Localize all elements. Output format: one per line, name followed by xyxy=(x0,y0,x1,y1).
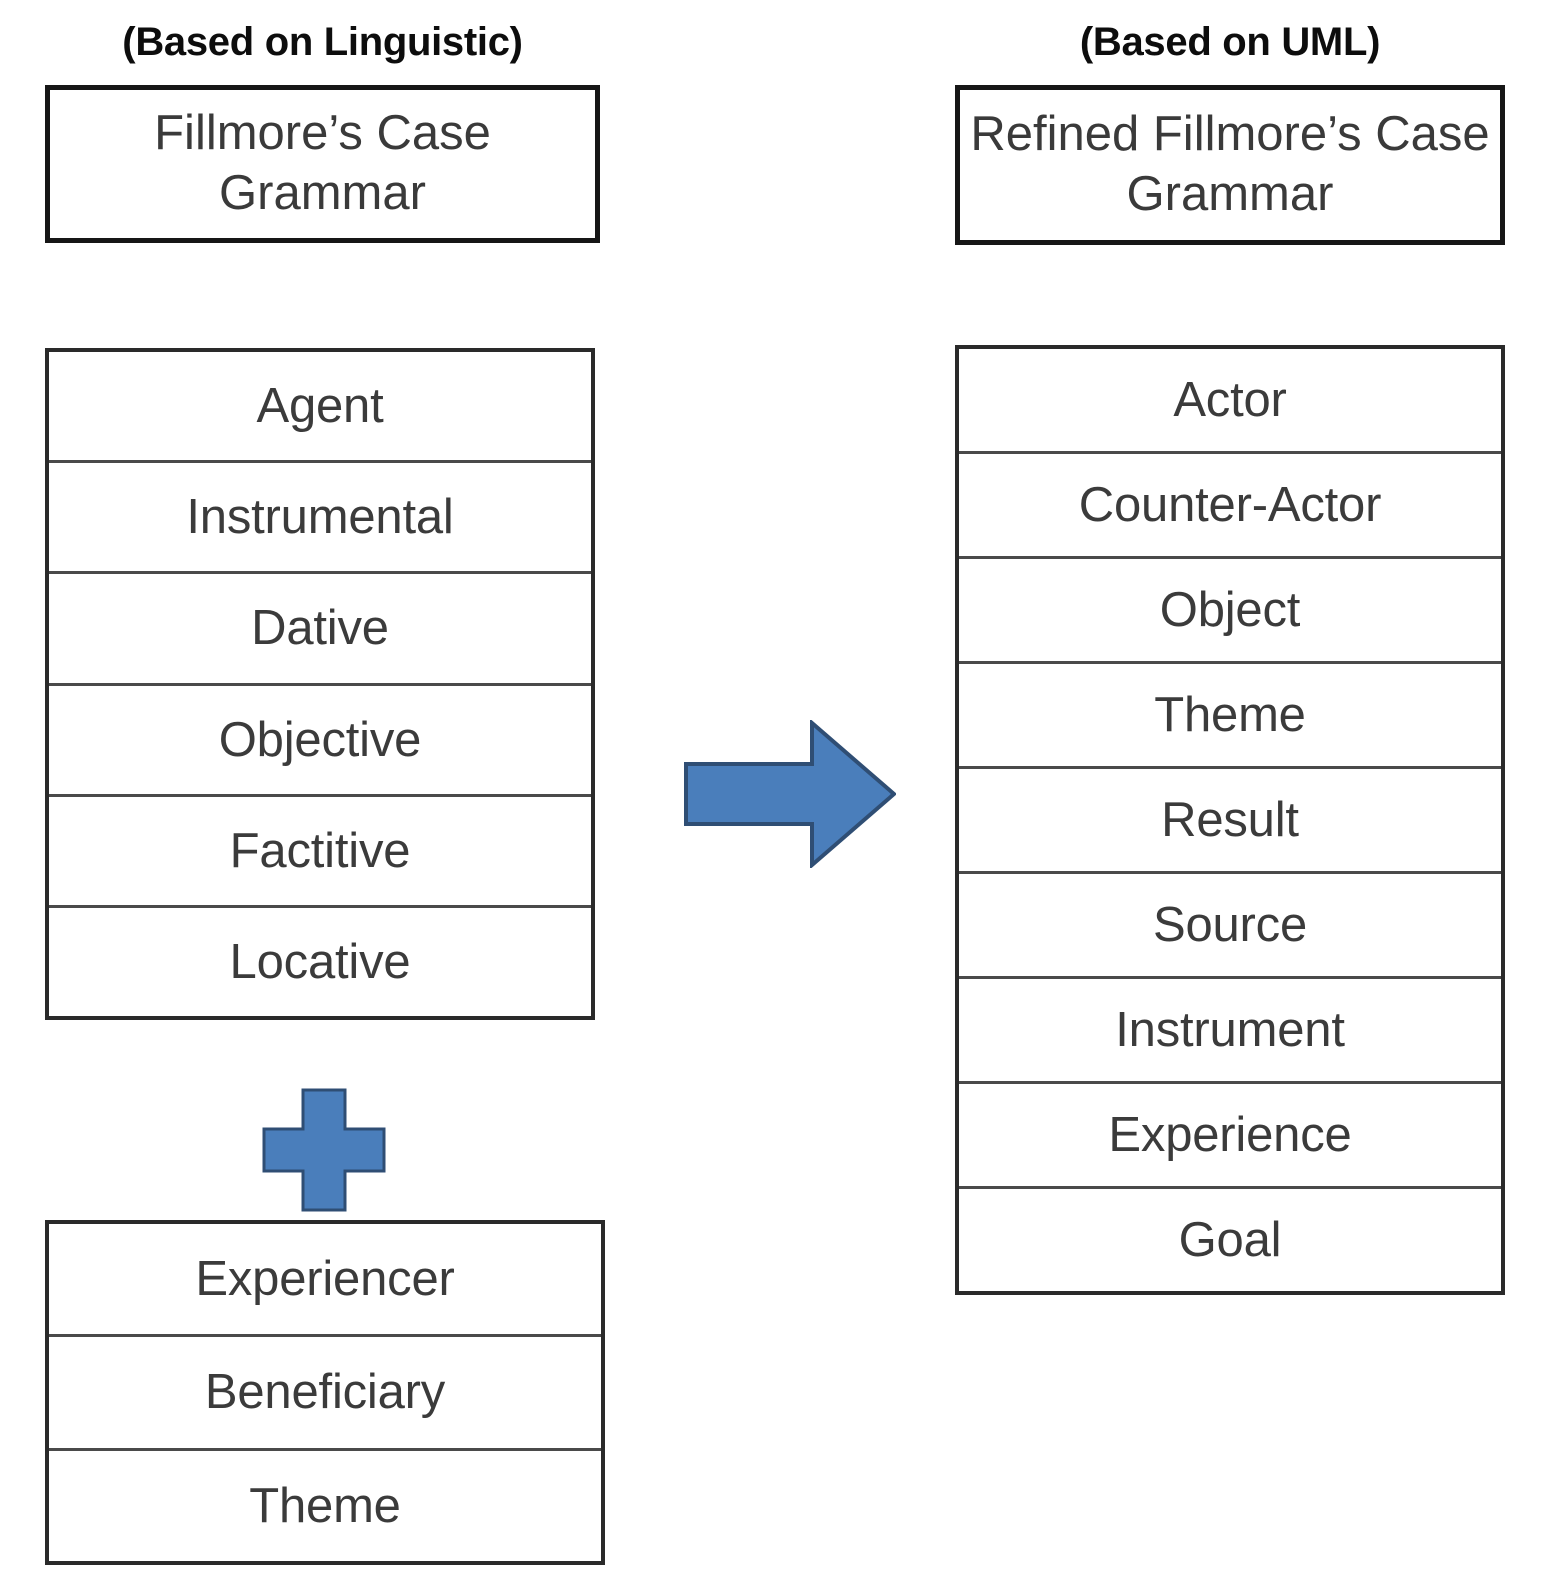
linguistic-primary-case-list: Agent Instrumental Dative Objective Fact… xyxy=(45,348,595,1020)
plus-icon xyxy=(262,1088,386,1212)
list-item: Beneficiary xyxy=(49,1337,601,1451)
list-item: Source xyxy=(959,874,1501,979)
right-title-box: Refined Fillmore’s Case Grammar xyxy=(955,85,1505,245)
list-item: Counter-Actor xyxy=(959,454,1501,559)
list-item: Agent xyxy=(49,352,591,464)
list-item: Actor xyxy=(959,349,1501,454)
left-title-text: Fillmore’s Case Grammar xyxy=(154,106,491,220)
list-item: Objective xyxy=(49,686,591,797)
left-title-box: Fillmore’s Case Grammar xyxy=(45,85,600,243)
list-item: Locative xyxy=(229,934,411,989)
list-item: Goal xyxy=(1178,1213,1282,1267)
list-item: Instrumental xyxy=(49,463,591,575)
right-title-text: Refined Fillmore’s Case Grammar xyxy=(970,107,1490,221)
left-column-caption: (Based on Linguistic) xyxy=(122,20,523,64)
list-item: Result xyxy=(959,769,1501,874)
list-item: Instrument xyxy=(959,979,1501,1084)
list-item: Experiencer xyxy=(49,1224,601,1338)
uml-case-list: Actor Counter-Actor Object Theme Result … xyxy=(955,345,1505,1295)
list-item: Theme xyxy=(959,664,1501,769)
right-column-caption: (Based on UML) xyxy=(1079,20,1381,64)
list-item: Dative xyxy=(49,574,591,686)
list-item: Theme xyxy=(249,1478,401,1533)
right-arrow-icon xyxy=(684,720,896,868)
linguistic-secondary-case-list: Experiencer Beneficiary Theme xyxy=(45,1220,605,1565)
list-item: Factitive xyxy=(49,797,591,908)
list-item: Experience xyxy=(959,1084,1501,1189)
list-item: Object xyxy=(959,559,1501,664)
